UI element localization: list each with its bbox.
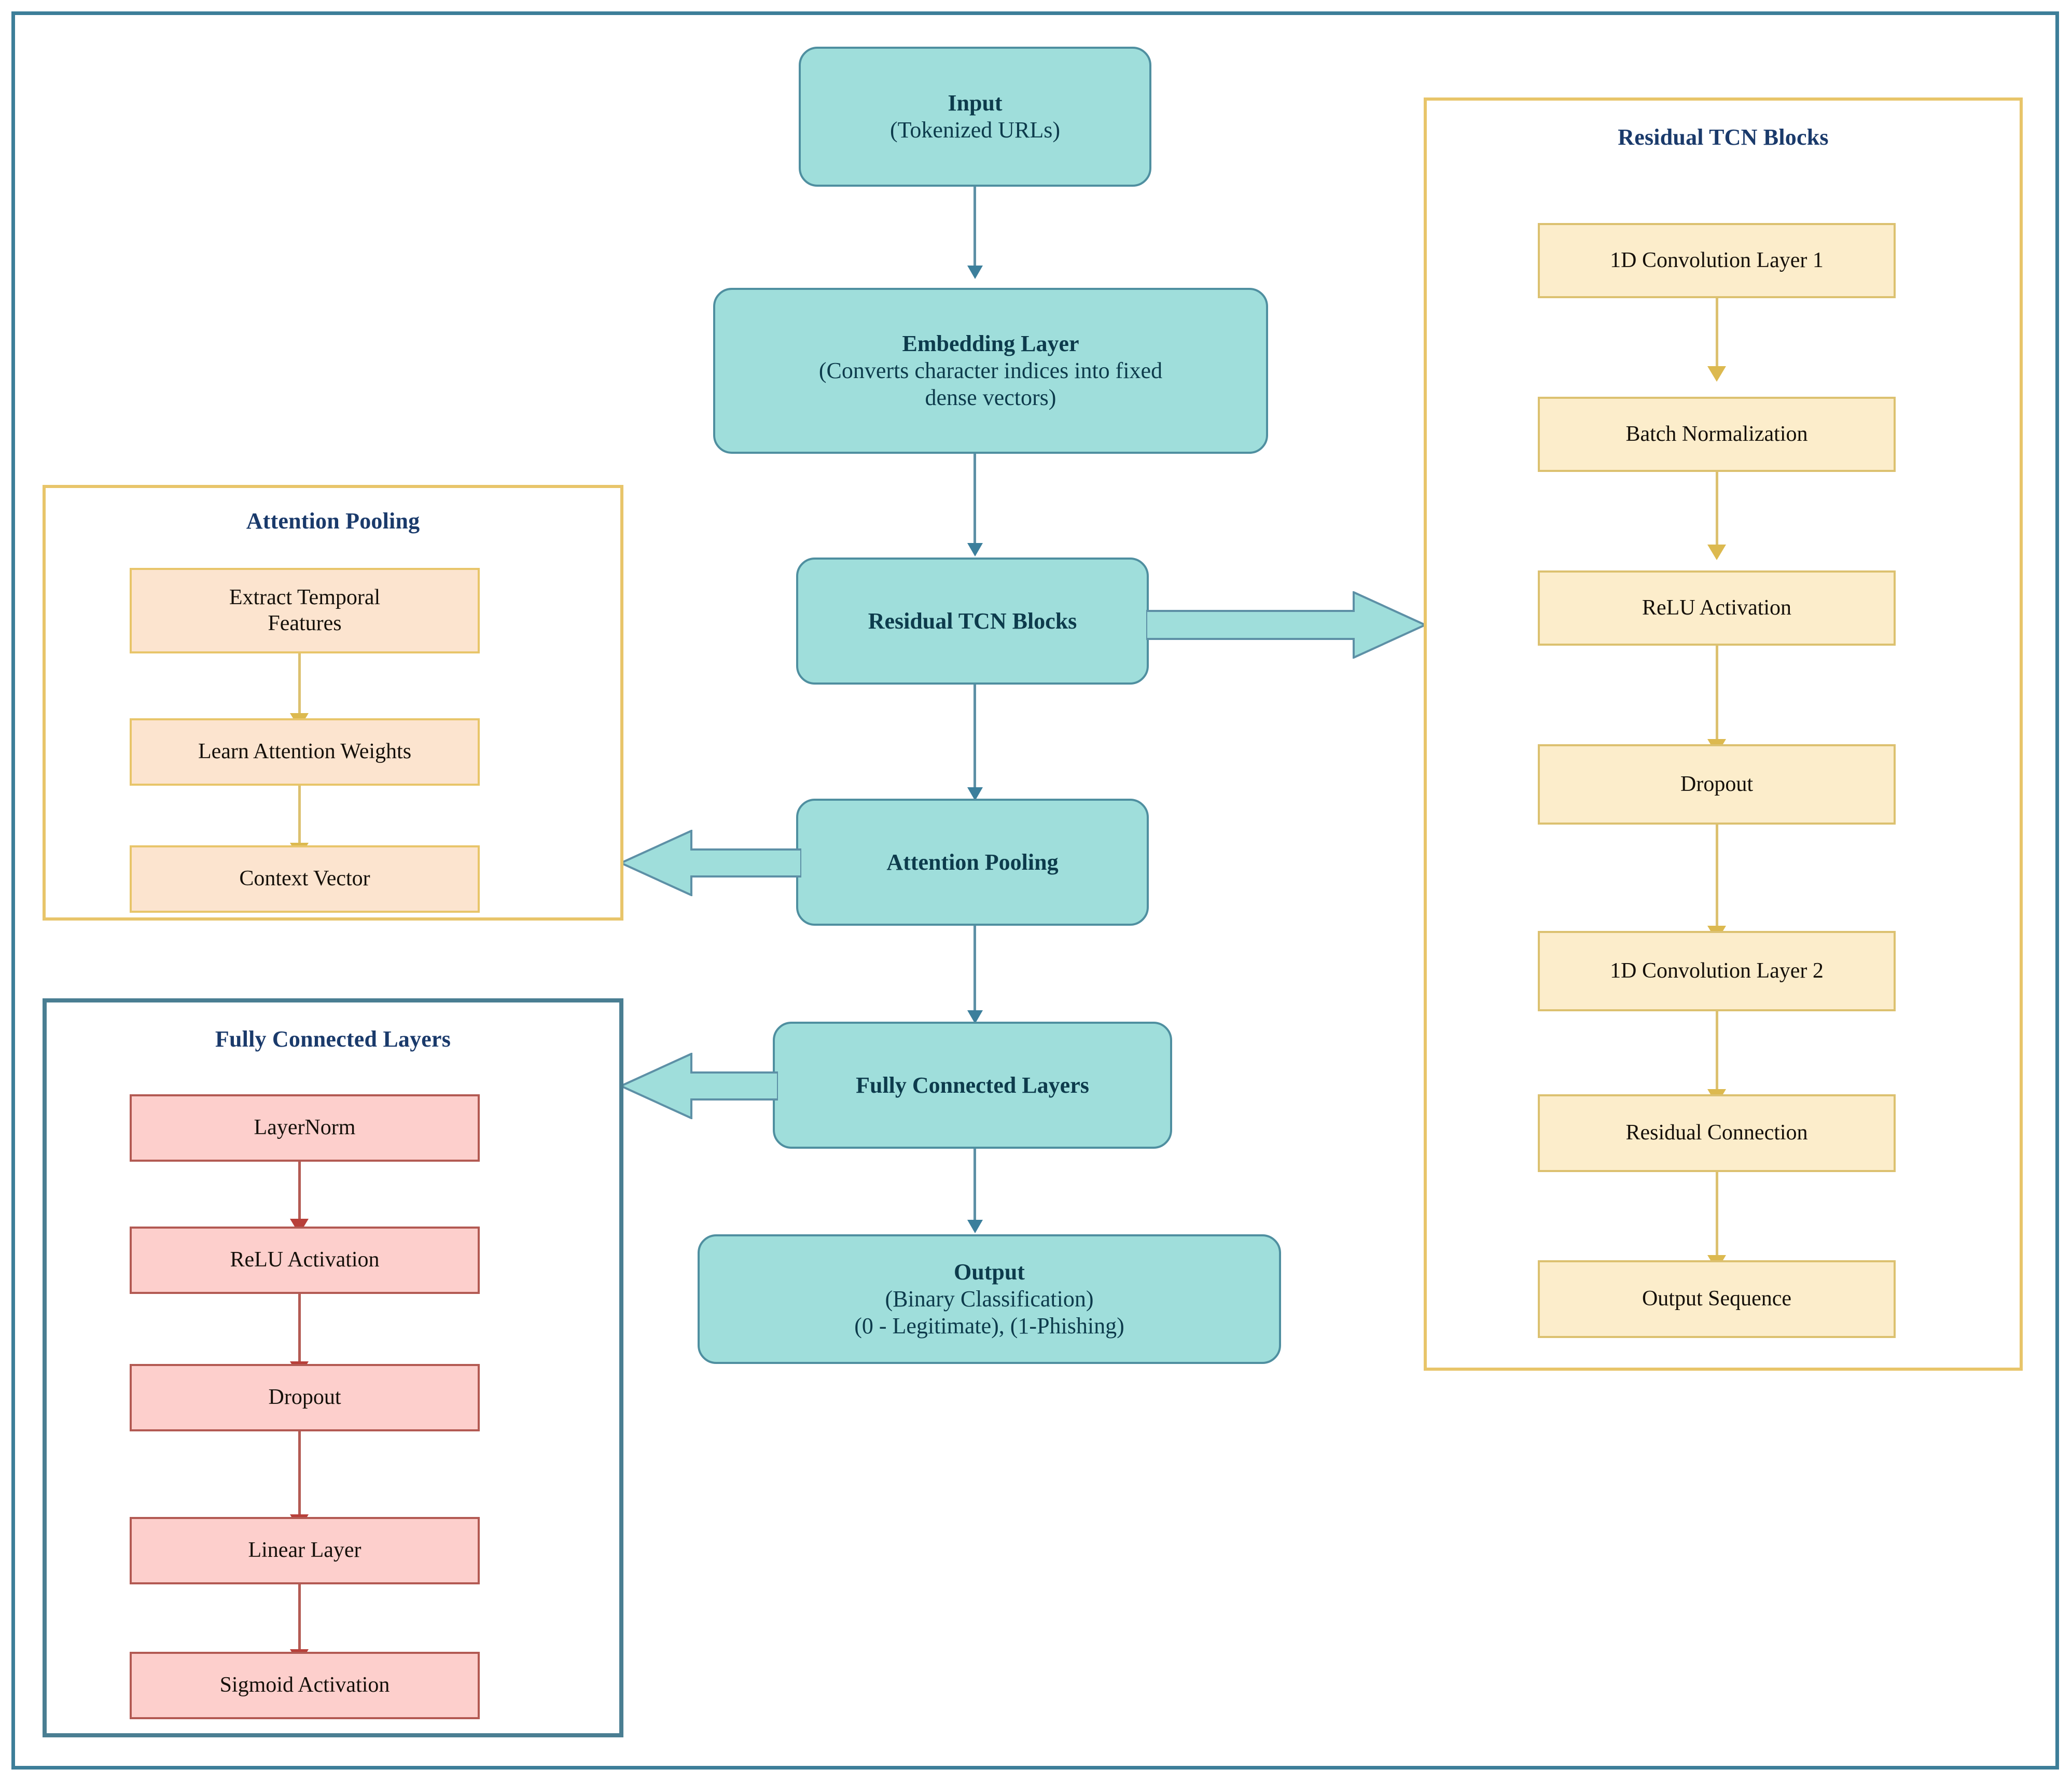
block-arrow-to-attention-panel: [620, 830, 801, 896]
arrowhead-embedding-to-tcn: [967, 543, 983, 556]
connector-tcn-1-2: [1716, 298, 1718, 368]
fc-step-linear-layer[interactable]: Linear Layer: [130, 1517, 480, 1584]
node-input[interactable]: Input (Tokenized URLs): [799, 47, 1151, 187]
tcn-step-dropout[interactable]: Dropout: [1538, 744, 1896, 825]
node-input-subtitle: (Tokenized URLs): [889, 117, 1061, 143]
fc-step-label: LayerNorm: [254, 1116, 356, 1140]
node-attention-pooling-title: Attention Pooling: [886, 849, 1059, 875]
tcn-step-1d-convolution-layer-2[interactable]: 1D Convolution Layer 2: [1538, 931, 1896, 1011]
attention-step-label: Learn Attention Weights: [198, 740, 412, 764]
attention-step-label: Context Vector: [239, 867, 370, 891]
connector-embedding-to-tcn: [974, 454, 976, 545]
node-embedding[interactable]: Embedding Layer (Converts character indi…: [713, 288, 1268, 454]
connector-fc-1-2: [298, 1162, 301, 1221]
tcn-step-relu-activation[interactable]: ReLU Activation: [1538, 570, 1896, 646]
arrowhead-tcn-1-2: [1707, 366, 1726, 382]
node-output-line1: (Binary Classification): [885, 1286, 1094, 1312]
tcn-step-label: Output Sequence: [1642, 1287, 1792, 1311]
attention-step-extract-temporal-features[interactable]: Extract Temporal Features: [130, 568, 480, 653]
node-embedding-line1: (Converts character indices into fixed: [818, 358, 1163, 384]
node-fully-connected-layers-title: Fully Connected Layers: [856, 1072, 1089, 1098]
attention-step-context-vector[interactable]: Context Vector: [130, 845, 480, 913]
node-output[interactable]: Output (Binary Classification) (0 - Legi…: [698, 1234, 1281, 1364]
connector-fc-3-4: [298, 1431, 301, 1517]
node-residual-tcn-blocks-title: Residual TCN Blocks: [868, 608, 1077, 634]
tcn-step-label: Batch Normalization: [1625, 422, 1808, 446]
connector-att-2-3: [298, 786, 301, 845]
panel-fully-connected-layers-title: Fully Connected Layers: [215, 1026, 451, 1052]
connector-fc-to-output: [974, 1149, 976, 1221]
tcn-step-residual-connection[interactable]: Residual Connection: [1538, 1094, 1896, 1172]
attention-step-learn-attention-weights[interactable]: Learn Attention Weights: [130, 718, 480, 786]
node-residual-tcn-blocks[interactable]: Residual TCN Blocks: [796, 558, 1149, 685]
tcn-step-label: Dropout: [1680, 772, 1753, 796]
arrowhead-tcn-to-attention: [967, 787, 983, 801]
arrowhead-input-to-embedding: [967, 266, 983, 279]
connector-fc-4-5: [298, 1584, 301, 1652]
fc-step-dropout[interactable]: Dropout: [130, 1364, 480, 1431]
tcn-step-batch-normalization[interactable]: Batch Normalization: [1538, 397, 1896, 472]
arrowhead-attention-to-fc: [967, 1010, 983, 1024]
fc-step-label: Sigmoid Activation: [219, 1673, 390, 1697]
panel-residual-tcn-blocks-title: Residual TCN Blocks: [1618, 124, 1829, 150]
outer-border: [11, 11, 2059, 1770]
node-embedding-title: Embedding Layer: [902, 331, 1079, 357]
tcn-step-label: 1D Convolution Layer 1: [1610, 248, 1824, 272]
fc-step-relu-activation[interactable]: ReLU Activation: [130, 1227, 480, 1294]
connector-fc-2-3: [298, 1294, 301, 1364]
node-attention-pooling[interactable]: Attention Pooling: [796, 799, 1149, 926]
panel-attention-pooling-title: Attention Pooling: [246, 508, 420, 534]
connector-tcn-2-3: [1716, 472, 1718, 547]
connector-attention-to-fc: [974, 926, 976, 1011]
node-output-title: Output: [954, 1259, 1025, 1285]
connector-tcn-to-attention: [974, 685, 976, 788]
fc-step-layernorm[interactable]: LayerNorm: [130, 1094, 480, 1162]
node-input-title: Input: [948, 90, 1003, 116]
attention-step-label: Extract Temporal Features: [229, 585, 381, 635]
fc-step-label: ReLU Activation: [230, 1248, 380, 1272]
connector-att-1-2: [298, 653, 301, 716]
tcn-step-label: ReLU Activation: [1642, 595, 1792, 620]
node-embedding-line2: dense vectors): [925, 384, 1056, 410]
fc-step-label: Dropout: [268, 1385, 341, 1410]
tcn-step-label: 1D Convolution Layer 2: [1610, 958, 1824, 983]
node-output-line2: (0 - Legitimate), (1-Phishing): [854, 1313, 1124, 1339]
connector-tcn-5-6: [1716, 1011, 1718, 1092]
fc-step-sigmoid-activation[interactable]: Sigmoid Activation: [130, 1652, 480, 1719]
connector-input-to-embedding: [974, 187, 976, 267]
tcn-step-output-sequence[interactable]: Output Sequence: [1538, 1260, 1896, 1338]
fc-step-label: Linear Layer: [248, 1538, 361, 1563]
block-arrow-to-tcn-panel: [1146, 591, 1426, 659]
arrowhead-fc-to-output: [967, 1220, 983, 1233]
arrowhead-tcn-2-3: [1707, 545, 1726, 560]
tcn-step-1d-convolution-layer-1[interactable]: 1D Convolution Layer 1: [1538, 223, 1896, 298]
tcn-step-label: Residual Connection: [1625, 1121, 1808, 1145]
connector-tcn-6-7: [1716, 1172, 1718, 1258]
block-arrow-to-fc-panel: [620, 1053, 778, 1119]
connector-tcn-4-5: [1716, 825, 1718, 928]
node-fully-connected-layers[interactable]: Fully Connected Layers: [773, 1022, 1172, 1149]
connector-tcn-3-4: [1716, 646, 1718, 742]
